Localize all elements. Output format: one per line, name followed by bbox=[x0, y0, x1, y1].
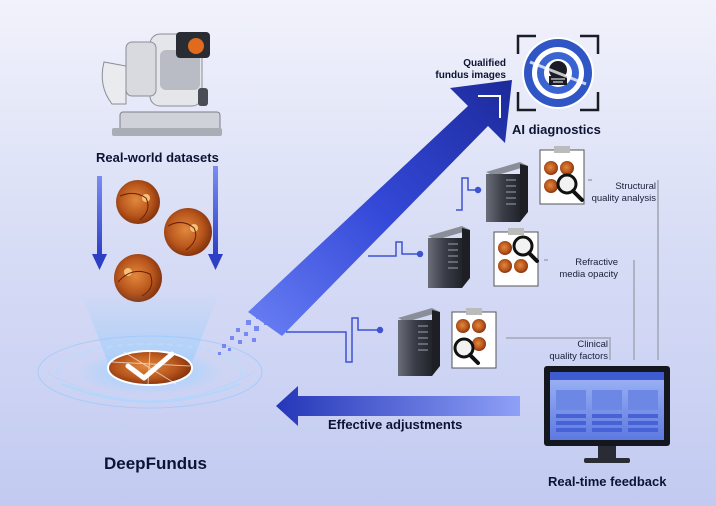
server-3-icon bbox=[398, 308, 440, 376]
clipboard-1-icon bbox=[539, 146, 585, 205]
label-clinical-quality-factors: Clinical quality factors bbox=[518, 339, 608, 363]
label-structural-quality-analysis: Structural quality analysis bbox=[590, 181, 656, 205]
feedback-lines bbox=[506, 179, 659, 360]
label-clinical-line1: Clinical bbox=[577, 339, 608, 350]
label-realtime-feedback: Real-time feedback bbox=[548, 474, 667, 489]
label-refractive-media-opacity: Refractive media opacity bbox=[546, 257, 618, 281]
left-arrow bbox=[276, 386, 520, 426]
label-qualified-fundus-images: Qualified fundus images bbox=[424, 58, 506, 82]
label-qualified-line2: fundus images bbox=[435, 70, 506, 81]
label-qualified-line1: Qualified bbox=[463, 58, 506, 69]
label-structural-line2: quality analysis bbox=[591, 193, 656, 204]
label-ai-diagnostics: AI diagnostics bbox=[512, 122, 601, 137]
cables bbox=[286, 177, 482, 363]
down-arrow-left bbox=[92, 176, 107, 270]
fundus-image-1 bbox=[116, 180, 160, 224]
big-diagonal-arrow bbox=[248, 80, 512, 336]
ai-diagnostics-icon bbox=[516, 34, 600, 112]
label-refractive-line2: media opacity bbox=[559, 269, 618, 280]
label-clinical-line2: quality factors bbox=[549, 351, 608, 362]
fundus-image-2 bbox=[164, 208, 212, 256]
label-effective-adjustments: Effective adjustments bbox=[328, 417, 463, 432]
label-deepfundus: DeepFundus bbox=[104, 454, 207, 473]
deepfundus-platform-icon bbox=[37, 290, 263, 409]
clipboard-3-icon bbox=[451, 308, 497, 369]
fundus-camera-icon bbox=[101, 32, 222, 136]
clipboard-2-icon bbox=[493, 228, 539, 287]
label-structural-line1: Structural bbox=[615, 181, 656, 192]
label-refractive-line1: Refractive bbox=[575, 257, 618, 268]
monitor-icon bbox=[544, 366, 670, 463]
down-arrow-right bbox=[208, 166, 223, 270]
server-2-icon bbox=[428, 226, 470, 288]
server-1-icon bbox=[486, 162, 528, 222]
label-real-world-datasets: Real-world datasets bbox=[96, 150, 219, 165]
